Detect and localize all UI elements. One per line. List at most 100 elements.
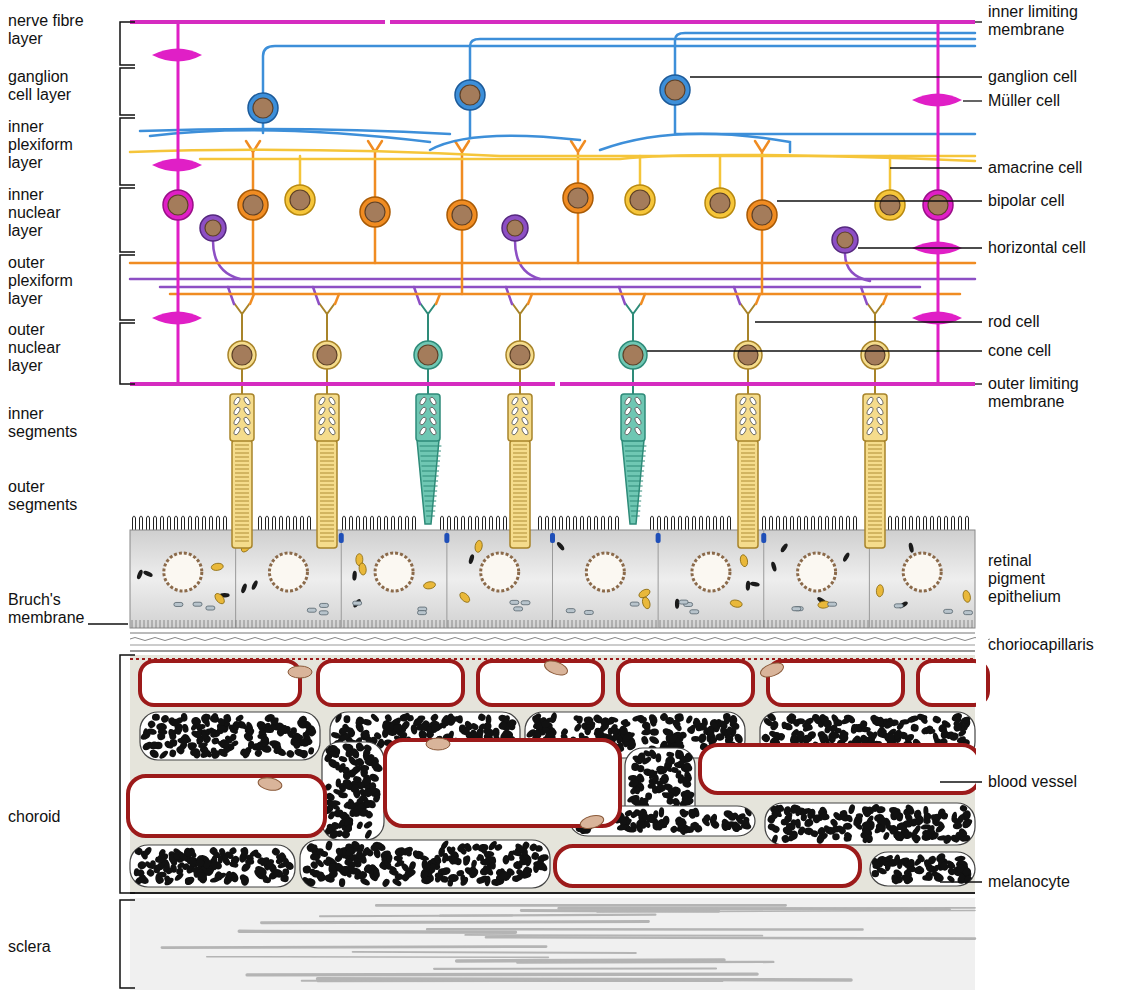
melanin-granule xyxy=(191,715,203,726)
organelle xyxy=(193,602,202,606)
melanin-granule xyxy=(467,867,480,880)
melanin-granule xyxy=(839,809,848,817)
melanin-granule xyxy=(453,715,463,724)
melanin-granule xyxy=(621,731,633,744)
basal-infolding xyxy=(752,620,753,628)
melanin-granule xyxy=(839,729,848,740)
organelle xyxy=(679,600,688,604)
basal-infolding xyxy=(332,620,333,628)
melanin-granule xyxy=(702,813,712,823)
basal-infolding xyxy=(628,620,629,628)
basal-infolding xyxy=(544,620,545,628)
melanin-granule xyxy=(789,733,799,745)
microvillus xyxy=(364,516,367,531)
melanin-granule xyxy=(640,735,649,745)
melanin-granule xyxy=(788,804,798,815)
microvillus xyxy=(567,516,570,531)
melanin-granule xyxy=(687,724,697,735)
basal-infolding xyxy=(400,620,401,628)
basal-infolding xyxy=(180,620,181,628)
melanin-granule xyxy=(222,745,231,754)
melanosome xyxy=(842,552,851,563)
melanin-granule xyxy=(507,850,514,861)
melanin-granule xyxy=(341,742,354,753)
melanosome xyxy=(749,581,760,587)
melanin-granules xyxy=(322,742,384,840)
edge-mask xyxy=(976,625,988,655)
melanin-granule xyxy=(498,869,510,881)
basal-infolding xyxy=(624,620,625,628)
melanin-granule xyxy=(584,727,592,736)
melanin-granule xyxy=(689,810,696,819)
melanin-granule xyxy=(145,868,155,878)
melanin-granule xyxy=(946,866,956,876)
edge-mask xyxy=(976,640,986,900)
melanin-granule xyxy=(369,782,377,790)
microvillus xyxy=(938,516,941,531)
microvillus xyxy=(413,516,416,531)
melanin-granule xyxy=(408,860,417,871)
basal-infolding xyxy=(700,620,701,628)
microvillus xyxy=(665,516,668,531)
melanin-granule xyxy=(707,726,716,737)
microvillus xyxy=(903,516,906,531)
melanin-granule xyxy=(400,720,411,732)
melanin-granule xyxy=(885,824,897,833)
microvillus xyxy=(294,516,297,531)
microvillus xyxy=(679,516,682,531)
lipofuscin-granule xyxy=(474,540,483,553)
basal-infolding xyxy=(680,620,681,628)
melanin-granule xyxy=(932,715,943,725)
melanin-granule xyxy=(560,727,569,737)
lipofuscin-granule xyxy=(213,592,226,606)
organelle xyxy=(319,611,328,615)
melanin-granule xyxy=(364,809,374,819)
basal-infolding xyxy=(276,620,277,628)
sclera-fibre xyxy=(427,928,862,931)
melanin-granule xyxy=(791,718,801,728)
basal-infolding xyxy=(176,620,177,628)
basal-infolding xyxy=(860,620,861,628)
basal-infolding xyxy=(264,620,265,628)
melanin-granule xyxy=(369,842,380,853)
melanin-granule xyxy=(165,741,175,749)
melanin-granule xyxy=(847,804,856,815)
basal-infolding xyxy=(380,620,381,628)
melanin-granule xyxy=(801,807,812,815)
melanin-granule xyxy=(530,851,540,861)
sclera-fibre xyxy=(317,979,851,980)
basal-infolding xyxy=(424,620,425,628)
melanin-granule xyxy=(576,715,584,724)
melanin-granule xyxy=(229,861,239,869)
melanin-granule xyxy=(920,823,931,830)
melanin-granule xyxy=(295,718,308,731)
melanin-granule xyxy=(198,741,209,749)
melanin-granule xyxy=(715,733,725,742)
basal-infolding xyxy=(900,620,901,628)
melanin-granule xyxy=(256,720,266,730)
melanin-granule xyxy=(720,817,731,828)
bruch-layer xyxy=(130,645,975,646)
basal-infolding xyxy=(132,620,133,628)
basal-infolding xyxy=(248,620,249,628)
melanin-granule xyxy=(138,875,150,886)
lipofuscin-granule xyxy=(638,588,652,600)
melanin-granule xyxy=(339,726,348,734)
basal-infolding xyxy=(740,620,741,628)
microvillus xyxy=(483,516,486,531)
melanin-granules xyxy=(133,846,295,887)
melanin-granule xyxy=(484,875,491,886)
basal-infolding xyxy=(288,620,289,628)
basal-infolding xyxy=(524,620,525,628)
rpe-cell-border xyxy=(552,530,553,628)
melanin-granule xyxy=(652,774,660,785)
melanin-granule xyxy=(533,861,544,871)
microvillus xyxy=(700,516,703,531)
rpe-cell-border xyxy=(658,530,659,628)
basal-infolding xyxy=(576,620,577,628)
tight-junction xyxy=(550,533,555,543)
melanin-granule xyxy=(339,732,350,742)
melanin-granule xyxy=(201,713,211,721)
melanin-granule xyxy=(902,821,912,828)
basal-infolding xyxy=(144,620,145,628)
